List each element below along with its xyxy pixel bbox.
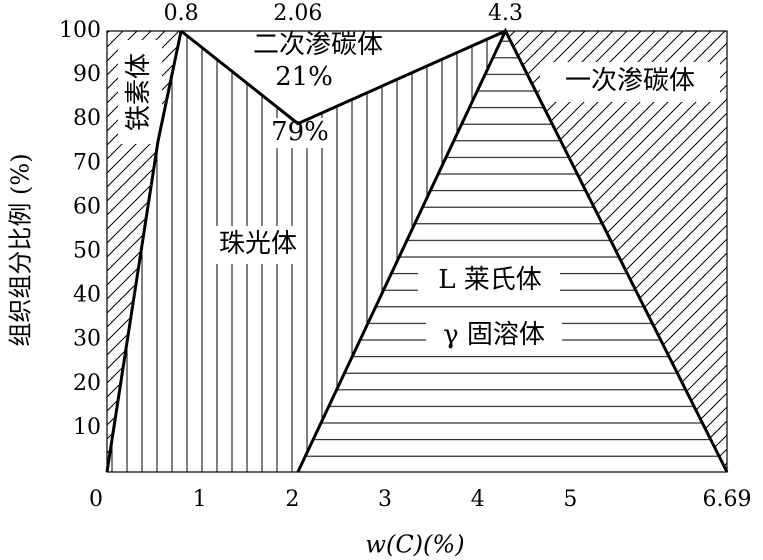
y-tick-label: 80 xyxy=(73,106,101,131)
y-tick-label: 30 xyxy=(73,327,101,352)
x-tick-label: 5 xyxy=(563,487,577,512)
x-tick-label: 6.69 xyxy=(703,487,752,512)
x-tick-label: 2 xyxy=(285,487,299,512)
y-tick-label: 60 xyxy=(73,194,101,219)
secondary-cementite-boundary-line xyxy=(180,29,507,126)
y-tick-label: 100 xyxy=(59,18,101,43)
x-tick-label: 1 xyxy=(193,487,207,512)
secondary-cementite-label: 二次渗碳体 xyxy=(253,30,383,60)
y-tick-label: 70 xyxy=(73,150,101,175)
x-axis-label: w(C)(%) xyxy=(365,531,464,559)
percent-21-label: 21% xyxy=(275,62,333,92)
primary-cementite-label-bg xyxy=(540,62,720,102)
x-tick-label: 4 xyxy=(471,487,485,512)
austenite-label: γ 固溶体 xyxy=(443,320,545,350)
y-tick-label: 50 xyxy=(73,239,101,264)
ledeburite-boundary-line xyxy=(296,27,729,473)
pearlite-label-bg xyxy=(210,226,306,264)
x-tick-label: 3 xyxy=(378,487,392,512)
austenite-label-bg xyxy=(426,317,562,355)
y-tick-label: 40 xyxy=(73,283,101,308)
pearlite-label: 珠光体 xyxy=(219,229,297,259)
ferrite-label-bg xyxy=(118,40,162,144)
y-axis-label: 组织组分比例 (%) xyxy=(7,153,35,346)
top-composition-label: 4.3 xyxy=(488,1,523,26)
plot-frame xyxy=(106,30,728,473)
top-composition-label: 2.06 xyxy=(273,1,322,26)
ledeburite-label-bg xyxy=(418,262,560,300)
y-tick-label: 90 xyxy=(73,62,101,87)
y-tick-label: 20 xyxy=(73,371,101,396)
ferrite-boundary-line xyxy=(105,30,183,473)
pearlite-region xyxy=(107,31,506,472)
ledeburite-region xyxy=(297,31,727,472)
percent-79-label: 79% xyxy=(271,117,329,147)
ledeburite-label: L 莱氏体 xyxy=(438,265,542,295)
y-axis-ticks: 10 20 30 40 50 60 70 80 90 100 xyxy=(59,18,101,440)
y-tick-label: 10 xyxy=(73,415,101,440)
top-composition-labels: 0.8 2.06 4.3 xyxy=(164,1,523,26)
x-axis-ticks: 0 1 2 3 4 5 6.69 xyxy=(89,487,751,512)
x-tick-label: 0 xyxy=(89,487,103,512)
ferrite-label: 铁素体 xyxy=(124,53,154,131)
top-composition-label: 0.8 xyxy=(164,1,199,26)
primary-cementite-label: 一次渗碳体 xyxy=(565,66,695,96)
